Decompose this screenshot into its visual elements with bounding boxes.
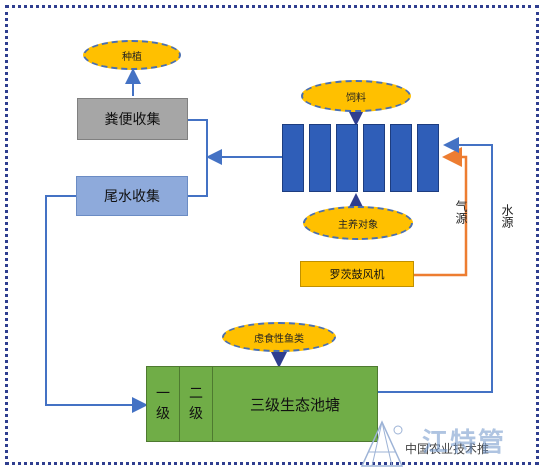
manure-collection-box: 粪便收集 bbox=[77, 98, 188, 140]
filter-fish-node: 虑食性鱼类 bbox=[222, 322, 336, 352]
tailwater-collection-box: 尾水收集 bbox=[76, 176, 188, 216]
line-tailwater-to-junction bbox=[188, 157, 208, 197]
culture-tank bbox=[417, 124, 439, 192]
roots-blower-label: 罗茨鼓风机 bbox=[329, 268, 385, 281]
level-2-pond: 二级 bbox=[180, 367, 213, 441]
roots-blower-box: 罗茨鼓风机 bbox=[300, 261, 414, 287]
level-1-pond: 一级 bbox=[147, 367, 180, 441]
level-1-label: 一级 bbox=[156, 386, 170, 422]
culture-tank bbox=[309, 124, 331, 192]
manure-collection-label: 粪便收集 bbox=[104, 112, 161, 128]
line-manure-to-tank bbox=[188, 119, 208, 157]
level-2-label: 二级 bbox=[189, 386, 203, 422]
level-3-label: 三级生态池塘 bbox=[249, 395, 340, 414]
ecological-pond: 一级 二级 三级生态池塘 bbox=[146, 366, 378, 442]
watermark-text: 中国农业技术推 bbox=[405, 442, 490, 456]
main-species-node: 主养对象 bbox=[303, 206, 413, 240]
main-species-label: 主养对象 bbox=[338, 219, 378, 231]
culture-tank bbox=[336, 124, 358, 192]
planting-node: 种植 bbox=[83, 40, 181, 70]
watermark-logo-text: 江特管 bbox=[422, 428, 507, 458]
arrow-water-source bbox=[378, 137, 493, 393]
watermark-logo-icon bbox=[360, 420, 404, 467]
feed-node: 饲料 bbox=[301, 80, 411, 112]
culture-tank bbox=[363, 124, 385, 192]
culture-tank bbox=[282, 124, 304, 192]
arrow-collection-to-pond bbox=[45, 195, 148, 413]
arrow-air-source bbox=[414, 147, 468, 277]
filter-fish-label: 虑食性鱼类 bbox=[254, 333, 304, 345]
tailwater-collection-label: 尾水收集 bbox=[104, 189, 160, 205]
air-source-label: 气源 bbox=[454, 200, 468, 224]
level-3-pond: 三级生态池塘 bbox=[213, 367, 377, 441]
feed-label: 饲料 bbox=[346, 92, 366, 104]
water-source-label: 水源 bbox=[500, 204, 514, 228]
diagram-frame bbox=[5, 5, 539, 465]
planting-label: 种植 bbox=[122, 51, 142, 63]
culture-tank bbox=[390, 124, 412, 192]
